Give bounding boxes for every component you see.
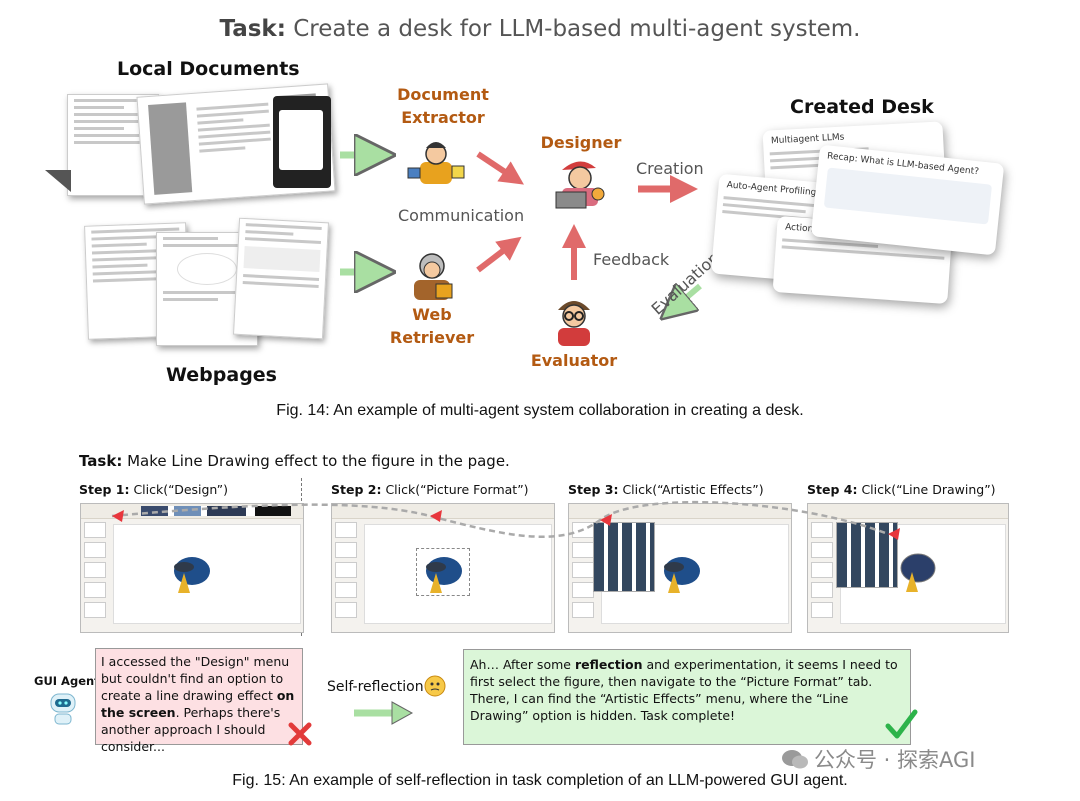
arrow-extractor-to-designer bbox=[476, 151, 524, 185]
web-retriever-label: Web Retriever bbox=[389, 305, 475, 347]
webpages-title: Webpages bbox=[166, 364, 277, 386]
step-trajectory bbox=[111, 500, 900, 540]
step-1-label: Step 1: Click(“Design”) bbox=[79, 482, 229, 497]
step-3-label: Step 3: Click(“Artistic Effects”) bbox=[568, 482, 764, 497]
feedback-label: Feedback bbox=[593, 250, 670, 269]
evaluator-icon bbox=[558, 301, 590, 346]
evaluator-label: Evaluator bbox=[530, 351, 618, 370]
desk-card: Recap: What is LLM-based Agent? bbox=[810, 144, 1005, 256]
designer-icon bbox=[555, 161, 605, 209]
document-extractor-label: Document Extractor bbox=[397, 85, 489, 127]
check-icon bbox=[885, 709, 918, 739]
local-documents-image bbox=[45, 83, 336, 205]
step-1-screenshot bbox=[80, 503, 304, 633]
slide-figure-icon bbox=[426, 557, 462, 593]
document-extractor-icon bbox=[407, 142, 465, 184]
web-retriever-icon bbox=[414, 253, 453, 300]
thinking-face-icon bbox=[424, 675, 446, 697]
wechat-icon bbox=[782, 750, 808, 769]
arrow-desk-to-evaluator bbox=[674, 286, 702, 308]
fig14-arrows bbox=[340, 0, 702, 400]
self-reflection-success-bubble: Ah… After some reflection and experiment… bbox=[463, 649, 911, 745]
self-reflection-label: Self-reflection bbox=[327, 679, 424, 695]
watermark-text: 公众号 · 探索AGI bbox=[814, 748, 976, 772]
step-4-label: Step 4: Click(“Line Drawing”) bbox=[807, 482, 996, 497]
created-desk-title: Created Desk bbox=[790, 96, 934, 118]
step-3-screenshot bbox=[568, 503, 792, 633]
tablet-thumbnail bbox=[273, 96, 331, 188]
fig15-task-text: Make Line Drawing effect to the figure i… bbox=[127, 452, 510, 470]
local-documents-title: Local Documents bbox=[117, 58, 300, 80]
webpages-image bbox=[84, 217, 329, 346]
cursor-icon bbox=[600, 514, 612, 526]
arrow-retriever-to-designer bbox=[476, 236, 522, 273]
creation-label: Creation bbox=[636, 159, 704, 178]
cursor-icon bbox=[888, 528, 900, 540]
fig15-task-line: Task: Make Line Drawing effect to the fi… bbox=[79, 452, 510, 470]
fig15-caption: Fig. 15: An example of self-reflection i… bbox=[232, 772, 848, 789]
fig14-task-line: Task: Create a desk for LLM-based multi-… bbox=[0, 16, 1080, 42]
step-2-label: Step 2: Click(“Picture Format”) bbox=[331, 482, 529, 497]
self-reflection-failed-bubble: I accessed the "Design" menu but couldn'… bbox=[95, 648, 303, 754]
communication-label: Communication bbox=[398, 206, 525, 225]
slide-figure-icon bbox=[664, 557, 700, 593]
cursor-icon bbox=[112, 510, 124, 522]
fig15-task-prefix: Task: bbox=[79, 452, 123, 470]
fig14-task-text: Create a desk for LLM-based multi-agent … bbox=[293, 16, 861, 42]
fig14-caption: Fig. 14: An example of multi-agent syste… bbox=[276, 402, 804, 419]
created-desk-image: Multiagent LLMs Auto-Agent Profiling Act… bbox=[705, 118, 1005, 308]
cursor-icon bbox=[430, 510, 442, 522]
slide-figure-line-drawing-icon bbox=[900, 553, 936, 592]
designer-label: Designer bbox=[540, 133, 622, 152]
fig14-task-prefix: Task: bbox=[219, 16, 286, 42]
robot-icon bbox=[50, 693, 76, 725]
gui-agent-label: GUI Agent bbox=[34, 674, 100, 688]
arrow-to-green-bubble bbox=[354, 701, 414, 725]
cross-icon bbox=[288, 722, 312, 746]
slide-figure-icon bbox=[174, 557, 210, 593]
